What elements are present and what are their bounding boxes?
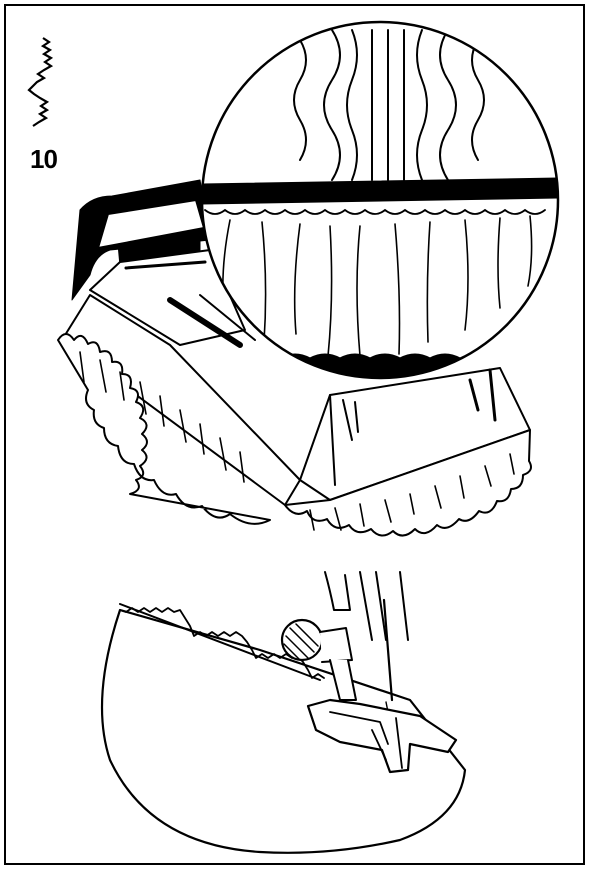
sewing-foot-illustration <box>102 572 465 853</box>
magnifier-lens <box>200 22 560 400</box>
stitch-pattern-icon <box>29 38 51 126</box>
